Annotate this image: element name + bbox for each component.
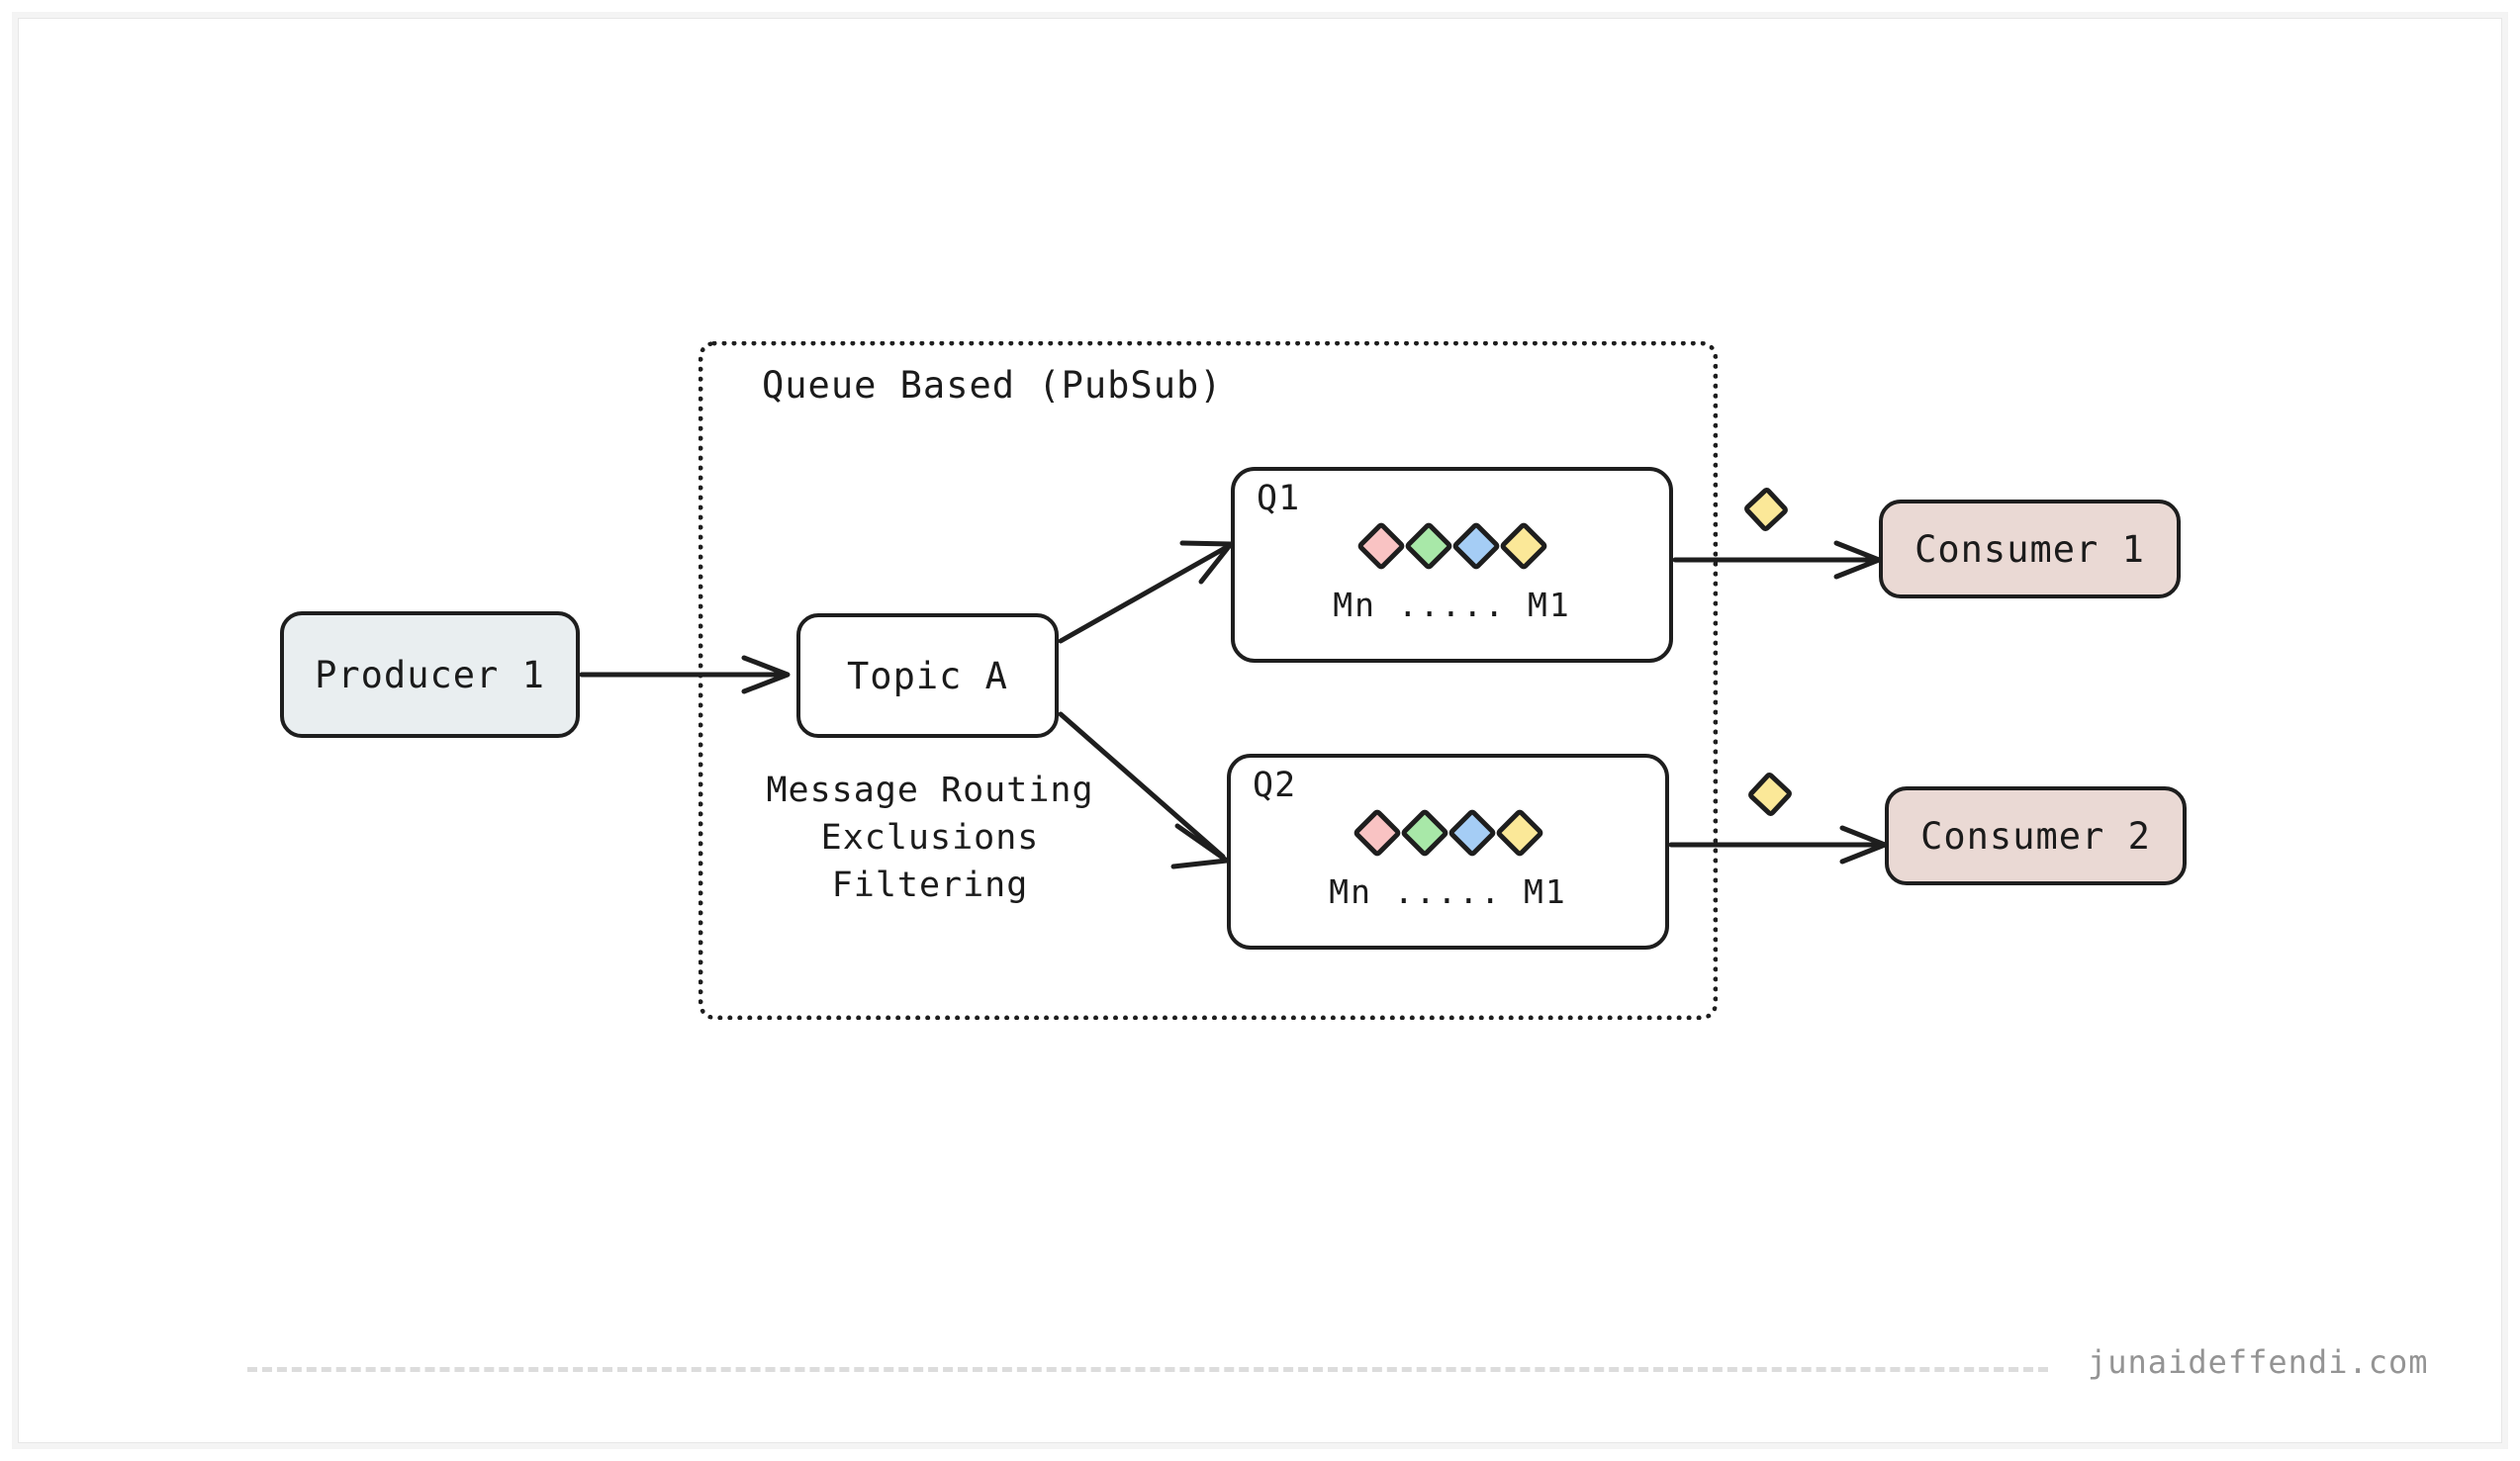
queue-node-q1[interactable]: Q1 Mn ..... M1: [1231, 467, 1673, 663]
message-diamond-blue: [1450, 520, 1501, 572]
topic-node[interactable]: Topic A: [796, 613, 1059, 738]
message-diamond-green: [1403, 520, 1453, 572]
producer-label: Producer 1: [315, 653, 545, 696]
topic-label: Topic A: [847, 654, 1008, 697]
pubsub-group-title: Queue Based (PubSub): [762, 364, 1223, 407]
queue-caption: Mn ..... M1: [1333, 586, 1571, 624]
queue-label: Q2: [1253, 766, 1297, 805]
routing-note-line: Message Routing: [766, 771, 1094, 810]
consumer-label: Consumer 2: [1920, 814, 2151, 858]
queue-message-row: [1231, 807, 1665, 859]
routing-note-line: Exclusions: [820, 818, 1040, 858]
producer-node[interactable]: Producer 1: [280, 611, 580, 738]
footer-brand-watermark: junaideffendi.com: [2088, 1343, 2429, 1381]
consumer-node-2[interactable]: Consumer 2: [1885, 786, 2187, 885]
message-diamond-pink: [1355, 520, 1406, 572]
message-diamond-pink: [1352, 807, 1402, 859]
queue-node-q2[interactable]: Q2 Mn ..... M1: [1227, 754, 1669, 950]
message-diamond-yellow: [1498, 520, 1548, 572]
message-diamond-yellow: [1494, 807, 1544, 859]
message-diamond-blue: [1447, 807, 1497, 859]
consumer-label: Consumer 1: [1914, 527, 2145, 571]
pubsub-group-container: [699, 341, 1718, 1020]
footer-divider: [247, 1367, 2048, 1372]
queue-label: Q1: [1257, 479, 1301, 518]
consumer-node-1[interactable]: Consumer 1: [1879, 500, 2181, 598]
routing-note-line: Filtering: [831, 866, 1029, 905]
routing-notes: Message Routing Exclusions Filtering: [732, 767, 1128, 909]
queue-caption: Mn ..... M1: [1329, 872, 1567, 911]
queue-message-row: [1235, 520, 1669, 572]
message-diamond-green: [1399, 807, 1449, 859]
